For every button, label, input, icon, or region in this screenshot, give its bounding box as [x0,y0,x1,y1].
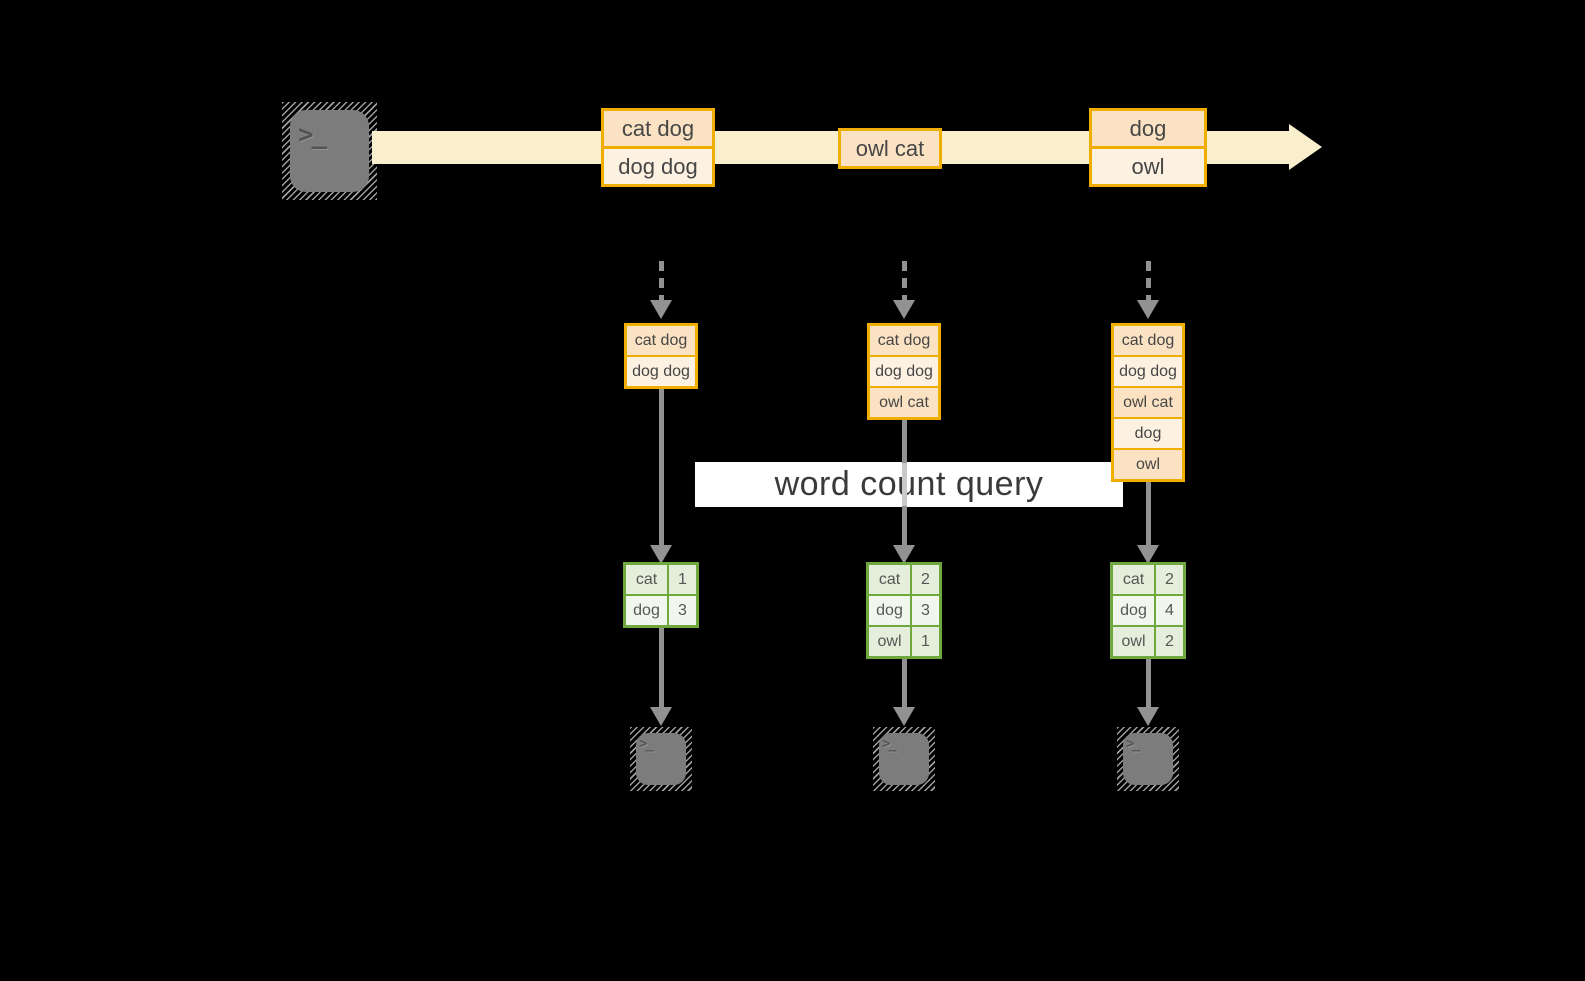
buffer-line: cat dog [627,326,695,355]
query-input-arrow-col2-head [893,545,915,564]
batch-line: cat dog [604,111,712,146]
terminal-icon-source: >_ [282,102,377,200]
count-word-cell: cat [626,565,667,594]
terminal-icon-source-body [290,110,369,192]
stream-batch-box-2: owl cat [838,128,942,169]
count-value-cell: 1 [910,627,939,656]
label-band-arrow-cross [901,463,907,506]
query-input-arrow-col3-head [1137,545,1159,564]
output-arrow-col2-head [893,707,915,726]
terminal-prompt-icon: >_ [639,736,654,752]
batch-line: dog [1092,111,1204,146]
output-arrow-col3-line [1145,657,1151,707]
count-word-cell: dog [1113,596,1154,625]
count-word-cell: dog [869,596,910,625]
terminal-icon-output-3-body [1123,733,1173,785]
buffer-line: owl cat [870,386,938,417]
output-arrow-col3-head [1137,707,1159,726]
terminal-prompt-icon: >_ [1126,736,1141,752]
output-arrow-col1-head [650,707,672,726]
buffer-line: cat dog [870,326,938,355]
terminal-icon-output-3: >_ [1117,727,1179,791]
count-value-cell: 2 [910,565,939,594]
ingest-arrow-col3-line [1145,261,1151,300]
count-word-cell: dog [626,596,667,625]
buffer-line: dog dog [1114,355,1182,386]
count-value-cell: 4 [1154,596,1183,625]
ingest-arrow-col2-line [901,261,907,300]
ingest-arrow-col3-head [1137,300,1159,319]
ingest-arrow-col2-head [893,300,915,319]
word-count-query-text: word count query [774,465,1044,503]
output-arrow-col2-line [901,657,907,707]
count-word-cell: owl [1113,627,1154,656]
batch-line: owl cat [841,131,939,166]
count-value-cell: 1 [667,565,696,594]
count-word-cell: owl [869,627,910,656]
count-value-cell: 2 [1154,627,1183,656]
terminal-icon-output-1-body [636,733,686,785]
terminal-icon-output-1: >_ [630,727,692,791]
count-value-cell: 2 [1154,565,1183,594]
count-word-cell: cat [869,565,910,594]
batch-line: owl [1092,146,1204,184]
ingest-arrow-col1-head [650,300,672,319]
buffer-line: dog [1114,417,1182,448]
terminal-prompt-icon: >_ [882,736,897,752]
buffer-line: owl cat [1114,386,1182,417]
buffer-line: dog dog [870,355,938,386]
ingest-arrow-col1-line [658,261,664,300]
buffer-line: owl [1114,448,1182,479]
terminal-icon-output-2: >_ [873,727,935,791]
query-input-arrow-col1-line [658,387,664,545]
word-count-query-label: word count query [695,462,1123,507]
count-value-cell: 3 [667,596,696,625]
query-input-arrow-col1-head [650,545,672,564]
count-value-cell: 3 [910,596,939,625]
query-input-arrow-col3-line [1145,480,1151,545]
buffer-line: dog dog [627,355,695,386]
terminal-icon-output-2-body [879,733,929,785]
batch-line: dog dog [604,146,712,184]
output-arrow-col1-line [658,626,664,707]
count-word-cell: cat [1113,565,1154,594]
stream-arrowhead [1289,124,1322,170]
terminal-prompt-icon: >_ [298,120,327,150]
buffer-line: cat dog [1114,326,1182,355]
